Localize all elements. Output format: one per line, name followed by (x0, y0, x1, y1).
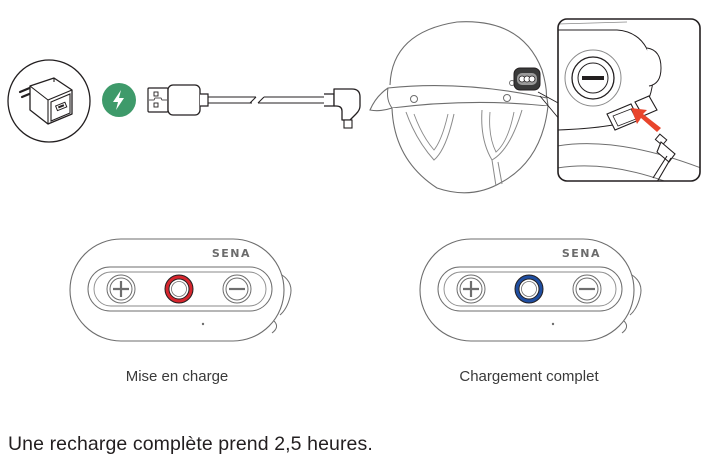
helmet-with-headset-icon (369, 21, 561, 194)
caption-charging: Mise en charge (125, 368, 229, 385)
charging-illustration (0, 0, 710, 200)
usb-to-usbc-cable-icon (147, 84, 361, 129)
charge-duration-note: Une recharge complète prend 2,5 heures. (8, 433, 373, 455)
lightning-bolt-icon (102, 83, 136, 117)
device-charging-state: SENA (68, 237, 298, 347)
caption-charged: Chargement complet (459, 368, 599, 385)
device-charged-state: SENA (418, 237, 648, 347)
brand-logo: SENA (212, 247, 251, 260)
headset-device-icon: SENA (419, 238, 642, 342)
headset-device-icon: SENA (69, 238, 292, 342)
wall-charger-icon (7, 59, 91, 143)
brand-logo: SENA (562, 247, 601, 260)
charging-port-inset (557, 18, 701, 182)
